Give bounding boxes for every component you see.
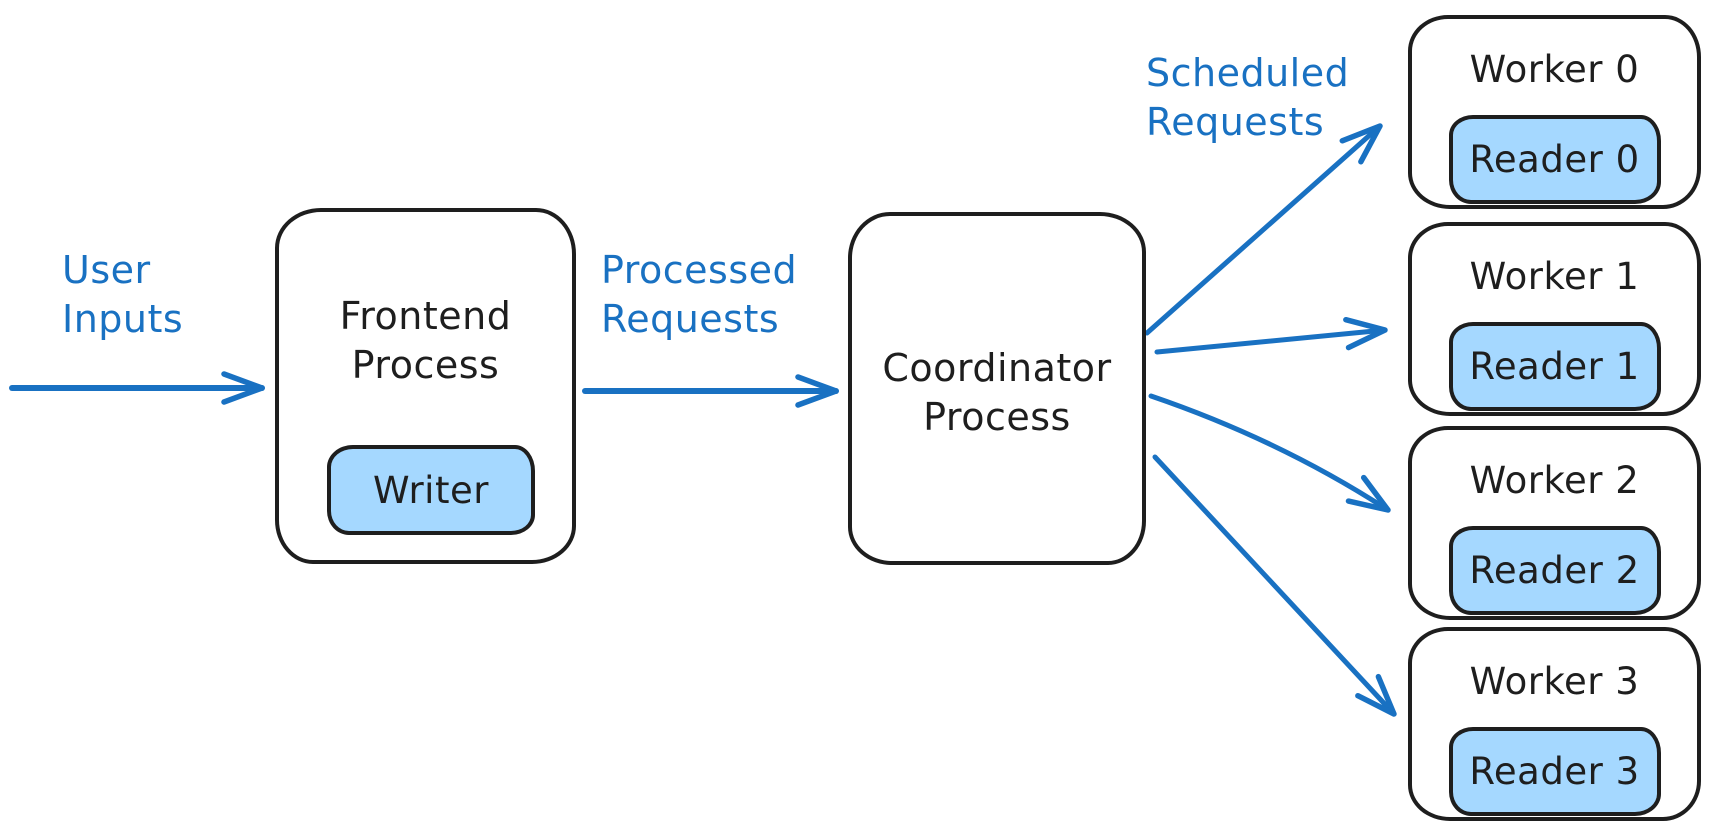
node-worker-0: Worker 0 Reader 0 [1408,15,1701,209]
node-worker-2: Worker 2 Reader 2 [1408,426,1701,620]
title-line-2: Process [351,343,500,387]
edge-scheduled-worker-1-arrow [1154,316,1388,355]
worker-1-title: Worker 1 [1469,255,1640,298]
node-reader-2: Reader 2 [1448,526,1661,615]
reader-3-label: Reader 3 [1469,750,1640,793]
title-line-1: Frontend [339,294,512,338]
edge-scheduled-worker-0-arrow [1144,123,1383,336]
node-reader-3: Reader 3 [1448,727,1661,816]
reader-1-label: Reader 1 [1469,345,1640,388]
label-line-2: Inputs [62,297,184,341]
title-line-1: Coordinator [882,346,1112,390]
writer-label: Writer [373,468,489,512]
node-writer: Writer [327,445,535,535]
node-worker-3: Worker 3 Reader 3 [1408,627,1701,821]
coordinator-process-title: Coordinator Process [852,344,1142,442]
worker-2-title: Worker 2 [1469,459,1640,502]
label-line-2: Requests [601,297,780,341]
label-line-1: Scheduled [1146,51,1350,95]
node-frontend-process: Frontend Process Writer [275,208,576,564]
worker-0-title: Worker 0 [1469,48,1640,91]
reader-0-label: Reader 0 [1469,138,1640,181]
label-line-1: User [62,248,151,292]
reader-2-label: Reader 2 [1469,549,1640,592]
node-coordinator-process: Coordinator Process [848,212,1146,565]
node-reader-0: Reader 0 [1448,115,1661,204]
edge-label-processed-requests: Processed Requests [601,246,797,344]
label-line-1: Processed [601,248,798,292]
title-line-2: Process [923,395,1071,439]
node-worker-1: Worker 1 Reader 1 [1408,222,1701,416]
frontend-process-title: Frontend Process [279,292,572,390]
edge-scheduled-worker-3-arrow [1152,454,1397,717]
label-line-2: Requests [1146,100,1325,144]
worker-3-title: Worker 3 [1469,660,1640,703]
node-reader-1: Reader 1 [1448,322,1661,411]
edge-label-user-inputs: User Inputs [62,246,183,344]
edge-scheduled-worker-2-arrow [1148,393,1391,513]
edge-label-scheduled-requests: Scheduled Requests [1146,49,1349,147]
